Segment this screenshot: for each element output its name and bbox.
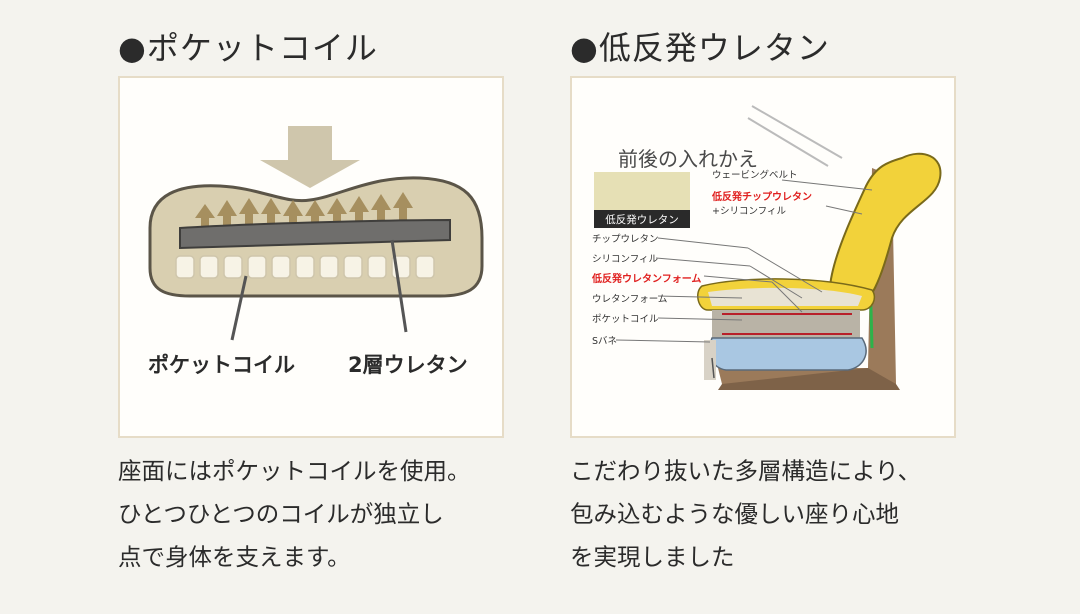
label-low-rebound-foam: 低反発ウレタンフォーム <box>591 272 701 285</box>
pressure-arrow-icon <box>260 126 360 188</box>
swatch-label-bg <box>594 210 690 228</box>
urethane-leader-line <box>390 239 408 333</box>
pocket-desc-line-1: 座面にはポケットコイルを使用。 <box>118 457 471 485</box>
pocket-desc-line-3: 点で身体を支えます。 <box>118 543 351 571</box>
pocket-coil-diagram: ポケットコイル 2層ウレタン <box>148 126 484 377</box>
pocket-coil-heading: ●ポケットコイル <box>118 29 378 67</box>
seat-structure-diagram: 前後の入れかえ 低反発ウレタン <box>591 105 942 390</box>
label-webbing-belt: ウェービングベルト <box>712 169 798 181</box>
deco-line <box>751 105 843 159</box>
support-arrows <box>195 192 413 226</box>
label-urethane-foam: ウレタンフォーム <box>592 294 667 305</box>
low-rebound-description: こだわり抜いた多層構造により、 包み込むような優しい座り心地 を実現しました <box>570 450 1010 579</box>
label-s-spring: Sバネ <box>592 336 617 347</box>
seat-low-foam-lines <box>722 313 852 335</box>
low-rebound-figure: 前後の入れかえ 低反発ウレタン <box>570 76 956 438</box>
s-spring-line <box>711 357 715 379</box>
label-two-layer-urethane: 2層ウレタン <box>348 353 468 377</box>
pocket-coil-description: 座面にはポケットコイルを使用。 ひとつひとつのコイルが独立し 点で身体を支えます… <box>118 450 558 579</box>
pocket-coil-figure: ポケットコイル 2層ウレタン <box>118 76 504 438</box>
leader-lines <box>615 179 873 343</box>
urethane-layer <box>179 218 451 250</box>
label-pocket-coil: ポケットコイル <box>592 314 659 325</box>
seat-foam-base <box>708 337 867 371</box>
swatch-label: 低反発ウレタン <box>605 213 679 226</box>
deco-line-2 <box>747 117 829 167</box>
urethane-desc-line-1: こだわり抜いた多層構造により、 <box>570 457 922 485</box>
coil-row <box>175 255 435 279</box>
coil-leader-line <box>230 275 248 341</box>
seat-chip-layer <box>708 287 862 306</box>
label-low-rebound-chip: 低反発チップウレタン <box>711 190 812 203</box>
wood-base <box>718 368 900 390</box>
overlay-title: 前後の入れかえ <box>618 147 758 171</box>
urethane-desc-line-2: 包み込むような優しい座り心地 <box>570 500 899 528</box>
pocket-desc-line-2: ひとつひとつのコイルが独立し <box>118 500 444 528</box>
label-silicone-plus: +シリコンフィル <box>712 206 786 217</box>
label-silicone-fill: シリコンフィル <box>592 254 659 265</box>
label-chip-urethane: チップウレタン <box>592 234 659 245</box>
low-rebound-heading: ●低反発ウレタン <box>570 29 830 67</box>
label-pocket-coil: ポケットコイル <box>148 353 295 377</box>
urethane-desc-line-3: を実現しました <box>570 543 735 571</box>
